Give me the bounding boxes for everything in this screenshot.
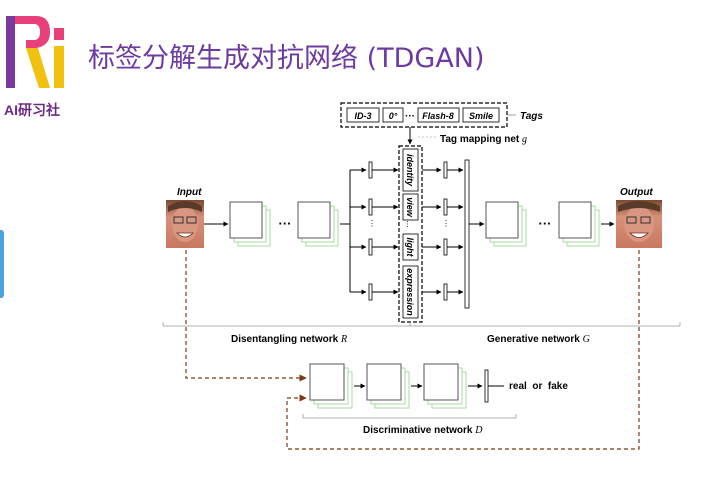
svg-text:light: light (405, 238, 415, 258)
input-label: Input (177, 187, 202, 198)
factor-expression: expression (402, 265, 419, 319)
network-bracket (162, 322, 681, 327)
discriminator-output-bar (484, 369, 489, 403)
encoder-branches: ⋮ (350, 161, 399, 301)
svg-text:⋮: ⋮ (368, 219, 376, 228)
discriminator-feature-map-1 (309, 363, 353, 409)
decoder-dots: ··· (539, 216, 552, 231)
disentangling-label: Disentangling network R (231, 334, 347, 345)
output-face-image (616, 200, 662, 248)
decoder-feature-map-1 (485, 201, 527, 247)
encoder-feature-map-1 (229, 201, 271, 247)
discriminator-feature-map-3 (423, 363, 467, 409)
slide-title: 标签分解生成对抗网络 (TDGAN) (88, 43, 485, 74)
svg-text:expression: expression (405, 268, 415, 316)
concat-bar (464, 159, 470, 309)
factor-identity: identity (402, 148, 419, 192)
tag-smile: Smile (469, 111, 493, 121)
input-face-image (166, 200, 204, 248)
decoder-branches: ⋮ (422, 161, 464, 301)
tag-mapping-label: Tag mapping net g (440, 134, 527, 145)
output-label: Output (620, 187, 653, 198)
discriminator-feature-map-2 (366, 363, 410, 409)
tags-box: ID-3 0° ··· Flash-8 Smile (340, 102, 508, 128)
svg-text:identity: identity (405, 154, 415, 187)
svg-text:view: view (405, 197, 415, 218)
tag-flash: Flash-8 (422, 111, 454, 121)
tag-view: 0° (389, 111, 398, 121)
tag-id: ID-3 (354, 111, 371, 121)
discriminative-label: Discriminative network D (363, 425, 483, 436)
input-to-discriminator-arrow (185, 250, 307, 382)
factor-light: light (402, 233, 419, 261)
ai-yanxishe-logo (6, 16, 64, 88)
output-to-discriminator-arrow (286, 250, 640, 450)
discriminator-output-label: real or fake (509, 381, 568, 392)
encoder-dots: ··· (279, 216, 292, 231)
side-tab[interactable] (0, 230, 4, 298)
factor-box (398, 145, 423, 323)
tags-label: Tags (520, 111, 543, 122)
encoder-feature-map-2 (297, 201, 339, 247)
discriminator-bracket (302, 414, 517, 419)
factor-view: view (402, 193, 419, 221)
logo-text: AI研习社 (4, 102, 60, 118)
svg-text:⋮: ⋮ (442, 219, 450, 228)
tag-ellipsis: ··· (405, 111, 415, 122)
factor-ellipsis: ... (405, 220, 415, 228)
generative-label: Generative network G (487, 334, 590, 345)
decoder-feature-map-2 (558, 201, 600, 247)
